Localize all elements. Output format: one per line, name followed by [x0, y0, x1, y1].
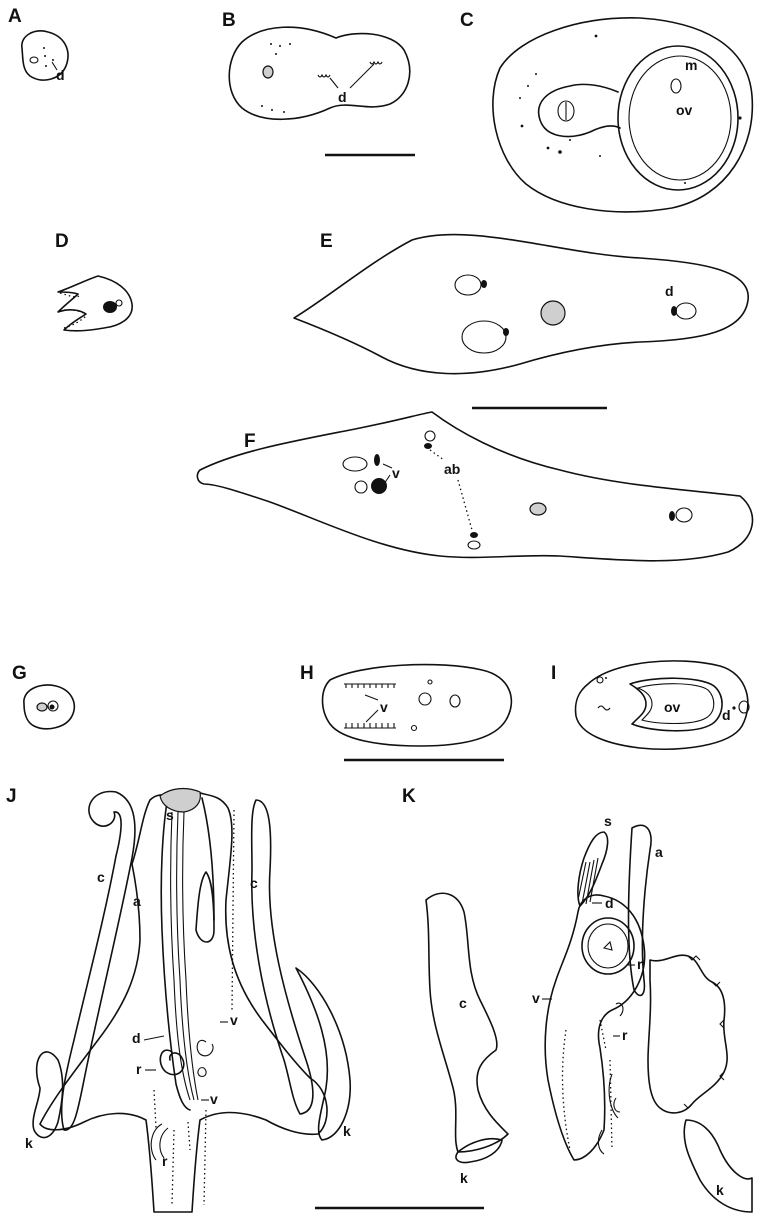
panel-j-label-v-lower: v	[210, 1091, 218, 1107]
panel-k-label-k-right: k	[716, 1182, 724, 1198]
panel-h-letter: H	[300, 663, 314, 684]
panel-a-letter: A	[8, 6, 22, 27]
panel-f-outline	[197, 412, 752, 561]
panel-d-letter: D	[55, 231, 69, 252]
panel-c-label-m: m	[685, 57, 697, 73]
panel-i-label-d: d	[722, 707, 731, 723]
panel-b: B d	[222, 10, 415, 155]
panel-f-label-v: v	[392, 465, 400, 481]
panel-j-label-k-left: k	[25, 1135, 33, 1151]
panel-j-letter: J	[6, 786, 17, 807]
panel-f-letter: F	[244, 431, 256, 452]
panel-c-ovary-wall	[618, 46, 738, 190]
panel-c-letter: C	[460, 10, 474, 31]
panel-f: F v ab	[197, 412, 752, 561]
panel-k-letter: K	[402, 786, 416, 807]
panel-d-outline	[58, 276, 132, 331]
panel-k-label-r-upper: r	[637, 956, 643, 972]
panel-b-letter: B	[222, 10, 236, 31]
panel-g-outline	[24, 685, 74, 729]
panel-j-label-k-right: k	[343, 1123, 351, 1139]
panel-e-label-d: d	[665, 283, 674, 299]
panel-a: A d	[8, 6, 68, 83]
panel-j-label-d: d	[132, 1030, 141, 1046]
panel-k-label-c: c	[459, 995, 467, 1011]
panel-a-label-d: d	[56, 67, 65, 83]
panel-b-bundle	[263, 66, 273, 78]
panel-c-style-lobe	[539, 84, 620, 136]
panel-j-right-sepal	[252, 800, 313, 1114]
panel-k-label-d: d	[605, 895, 614, 911]
panel-g: G	[12, 663, 74, 729]
panel-k-label-r-lower: r	[622, 1027, 628, 1043]
panel-j-label-c-left: c	[97, 869, 105, 885]
panel-k: K s a d c r v r k k	[402, 786, 752, 1212]
panel-h-outline	[323, 665, 512, 746]
panel-g-letter: G	[12, 663, 27, 684]
panel-i: I ov d	[551, 661, 749, 749]
panel-c-outer-outline	[493, 18, 752, 212]
panel-d: D	[55, 231, 132, 331]
panel-k-ruffled-lobe	[648, 955, 727, 1113]
panel-i-letter: I	[551, 663, 556, 684]
panel-c-label-ov: ov	[676, 102, 693, 118]
panel-b-outline	[229, 27, 409, 119]
panel-j-label-c-right: c	[250, 875, 258, 891]
panel-k-left-lobe	[426, 893, 508, 1152]
panel-k-label-a: a	[655, 844, 663, 860]
panel-c-ovary-locule	[629, 56, 731, 180]
panel-j-label-s: s	[166, 807, 174, 823]
panel-c-ovule	[671, 79, 681, 93]
panel-j-label-a: a	[133, 893, 141, 909]
panel-h-label-v: v	[380, 699, 388, 715]
panel-j-left-sepal	[62, 792, 135, 1131]
panel-c: C m ov	[460, 10, 752, 212]
panel-k-label-k-left: k	[460, 1170, 468, 1186]
panel-e-central-bundle	[541, 301, 565, 325]
panel-b-label-d: d	[338, 89, 347, 105]
panel-i-label-ov: ov	[664, 699, 681, 715]
panel-k-label-v: v	[532, 990, 540, 1006]
panel-e-letter: E	[320, 231, 333, 252]
panel-f-label-ab: ab	[444, 461, 460, 477]
panel-j-label-r-lower: r	[162, 1153, 168, 1169]
panel-k-right-bract	[684, 1120, 752, 1212]
panel-h: H v	[300, 663, 511, 760]
panel-a-bundle	[30, 57, 38, 63]
panel-k-label-s: s	[604, 813, 612, 829]
panel-j: J s c a c d v r v	[6, 786, 351, 1212]
panel-k-ovary-body	[545, 895, 644, 1160]
panel-e: E d	[294, 231, 748, 408]
panel-j-label-r-upper: r	[136, 1061, 142, 1077]
panel-j-label-v-upper: v	[230, 1012, 238, 1028]
